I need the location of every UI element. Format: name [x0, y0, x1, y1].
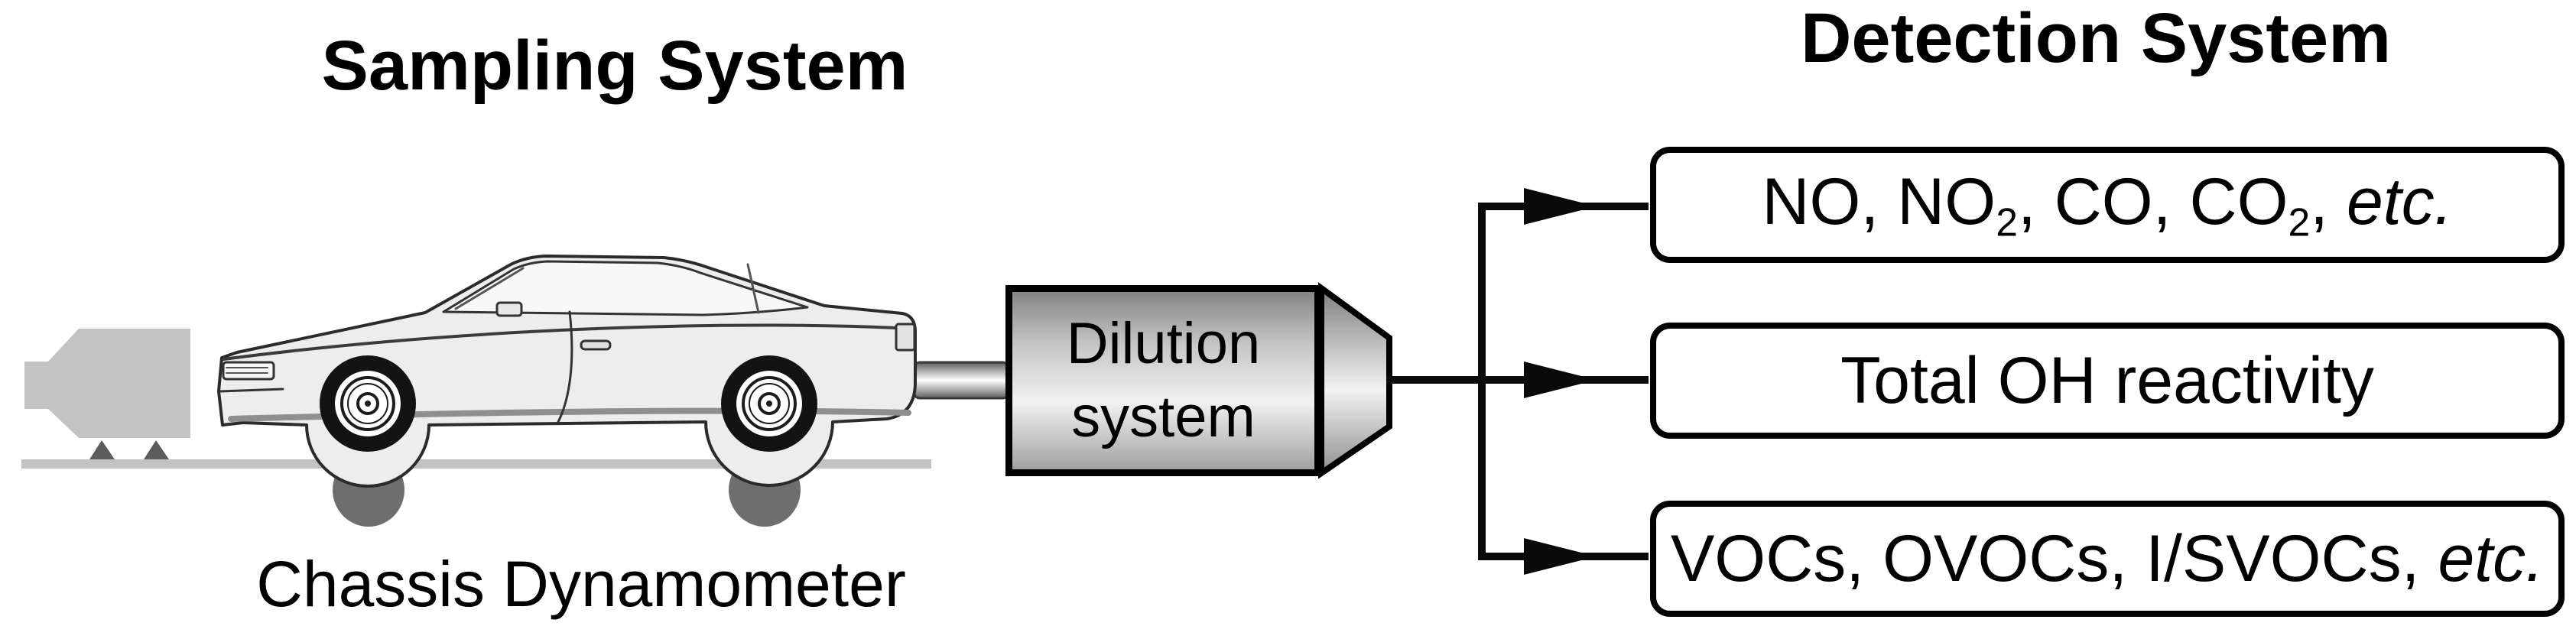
- dilution-box-line1: Dilution: [1066, 311, 1261, 376]
- car-a-pillar-line: [454, 267, 525, 310]
- car-tail-lamp: [895, 323, 916, 352]
- exhaust-pipe: [912, 361, 1010, 400]
- detection-box-gases-label: NO, NO2, CO, CO2, etc.: [1762, 165, 2453, 245]
- detection-box-gases: NO, NO2, CO, CO2, etc.: [1650, 147, 2565, 263]
- chassis-dynamometer-label: Chassis Dynamometer: [256, 548, 906, 620]
- car-grille-slats: [226, 367, 268, 374]
- detection-box-vocs: VOCs, OVOCs, I/SVOCs, etc.: [1650, 501, 2565, 617]
- car-rear-wheel: [721, 355, 817, 452]
- detection-box-oh-reactivity-label: Total OH reactivity: [1840, 343, 2374, 417]
- dilution-system-box: Dilution system: [1005, 285, 1321, 476]
- car-greenhouse: [442, 260, 809, 316]
- car-front-wheel: [320, 355, 416, 452]
- car-door-handle: [580, 339, 612, 351]
- detection-system-title: Detection System: [1800, 0, 2392, 77]
- arrowhead-middle-icon: [1524, 362, 1597, 398]
- dilution-outlet-cone: [1318, 282, 1392, 479]
- car-door-line: [557, 310, 573, 423]
- dilution-box-line2: system: [1071, 384, 1256, 449]
- car-illustration: [217, 255, 917, 488]
- car-beltline: [222, 323, 915, 361]
- detection-box-oh-reactivity: Total OH reactivity: [1650, 323, 2565, 439]
- arrowhead-top-icon: [1524, 188, 1597, 225]
- sampling-system-title: Sampling System: [321, 27, 908, 105]
- car-mirror: [495, 301, 523, 317]
- duct-feet: [89, 440, 169, 459]
- ground-line: [21, 459, 931, 469]
- car-b-pillar-line: [746, 263, 760, 314]
- exhaust-duct-icon: [24, 329, 190, 438]
- flow-lines: [1386, 203, 1649, 560]
- flow-arrowheads: [1524, 188, 1597, 575]
- detection-box-vocs-label: VOCs, OVOCs, I/SVOCs, etc.: [1670, 521, 2545, 595]
- car-bumper-crease: [219, 388, 284, 393]
- car-headlight: [222, 361, 275, 381]
- arrowhead-bottom-icon: [1524, 538, 1597, 575]
